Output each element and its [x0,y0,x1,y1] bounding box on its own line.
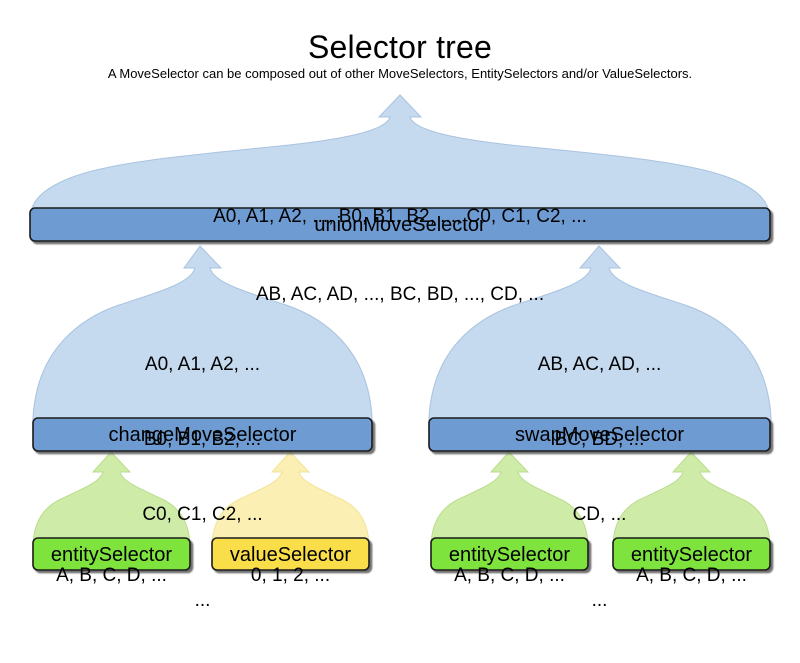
change-move-selector-label: changeMoveSelector [108,424,297,446]
change-entity-selector-bar[interactable] [32,537,191,571]
change-value-selector-bubble [211,451,370,545]
change-move-selector-bar[interactable] [32,417,373,452]
union-move-selector-bubble [29,94,771,217]
union-move-selector-bar[interactable] [29,207,771,242]
swap-entity-selector-right-bubble [612,451,771,545]
swap-entity-selector-right-label: entitySelector [630,544,753,566]
page-title: Selector tree [307,29,493,65]
swap-entity-selector-left-label: entitySelector [448,544,571,566]
swap-entity-selector-left-bar[interactable] [430,537,589,571]
change-entity-selector-label: entitySelector [50,544,173,566]
union-move-selector-label: unionMoveSelector [314,214,486,236]
page-subtitle: A MoveSelector can be composed out of ot… [107,66,693,81]
swap-move-selector-bar[interactable] [428,417,771,452]
change-move-selector-bubble [32,245,373,431]
swap-entity-selector-left-bubble [430,451,589,545]
change-value-selector-label: valueSelector [229,544,352,566]
swap-entity-selector-right-bar[interactable] [612,537,771,571]
selector-tree-diagram: Selector tree A MoveSelector can be comp… [29,29,772,611]
shapes-layer [29,94,772,571]
swap-move-selector-label: swapMoveSelector [515,424,684,446]
change-entity-selector-bubble [32,451,191,545]
change-value-selector-bar[interactable] [211,537,370,571]
swap-move-selector-bubble [428,245,772,431]
